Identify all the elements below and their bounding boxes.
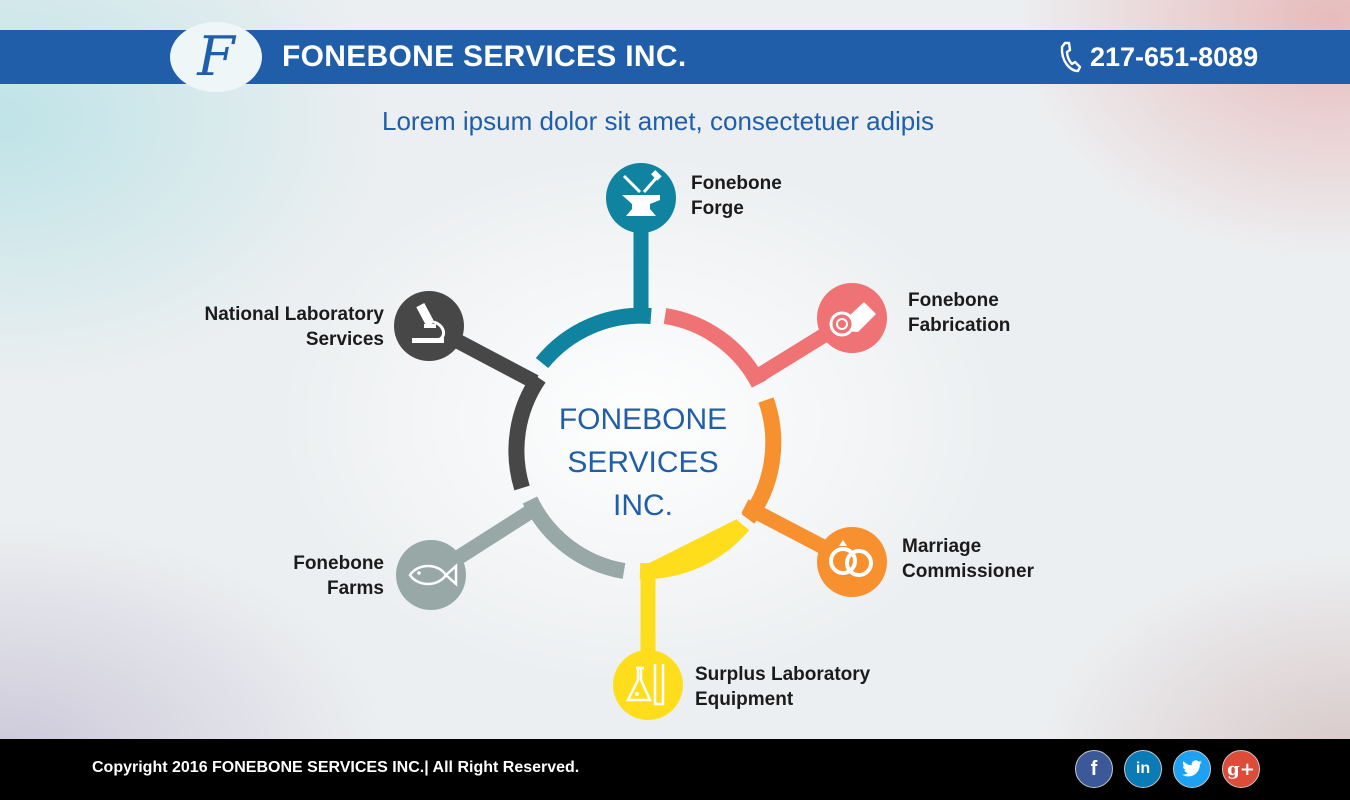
label-forge[interactable]: Fonebone Forge <box>691 171 782 221</box>
label-marriage[interactable]: Marriage Commissioner <box>902 534 1034 584</box>
phone-number: 217-651-8089 <box>1090 41 1259 72</box>
facebook-button[interactable]: f <box>1075 750 1113 788</box>
node-surplus[interactable] <box>613 650 683 720</box>
label-lab[interactable]: National Laboratory Services <box>164 302 384 352</box>
label-lab-line-2: Services <box>305 329 384 350</box>
label-forge-line-2: Forge <box>691 198 744 219</box>
company-name: FONEBONE SERVICES INC. <box>282 40 687 73</box>
label-marriage-line-2: Commissioner <box>902 561 1034 582</box>
connector-surplus <box>640 519 744 685</box>
center-line-3: INC. <box>613 489 673 522</box>
label-marriage-line-1: Marriage <box>902 536 982 557</box>
label-fabrication-line-1: Fonebone <box>908 290 999 311</box>
ring-segment-lab <box>508 373 546 491</box>
label-fabrication[interactable]: Fonebone Fabrication <box>908 288 1010 338</box>
label-lab-line-1: National Laboratory <box>204 304 384 325</box>
lab-flask-icon <box>625 664 665 706</box>
tagline: Lorem ipsum dolor sit amet, consectetuer… <box>381 106 935 136</box>
anvil-icon <box>622 170 662 216</box>
node-farms[interactable] <box>396 540 466 610</box>
footer: Copyright 2016 FONEBONE SERVICES INC.| A… <box>0 739 1350 800</box>
label-forge-line-1: Fonebone <box>691 173 782 194</box>
label-surplus[interactable]: Surplus Laboratory Equipment <box>695 662 870 712</box>
fish-icon <box>408 563 458 587</box>
phone-contact[interactable]: 217-651-8089 <box>1058 40 1258 74</box>
label-farms[interactable]: Fonebone Farms <box>234 551 384 601</box>
label-farms-line-1: Fonebone <box>293 553 384 574</box>
ring-segment-forge <box>535 307 652 369</box>
google-plus-button[interactable]: g+ <box>1222 750 1260 788</box>
linkedin-icon: in <box>1135 760 1151 777</box>
label-farms-line-2: Farms <box>326 578 384 599</box>
center-title: FONEBONE SERVICES INC. <box>545 398 741 527</box>
logo[interactable]: F <box>170 22 262 92</box>
node-marriage[interactable] <box>817 527 887 597</box>
linkedin-button[interactable]: in <box>1124 750 1162 788</box>
center-line-1: FONEBONE <box>558 403 728 436</box>
rings-icon <box>829 540 873 577</box>
label-surplus-line-2: Equipment <box>695 689 794 710</box>
center-line-2: SERVICES <box>567 446 719 479</box>
label-surplus-line-1: Surplus Laboratory <box>695 664 871 685</box>
metal-roll-icon <box>829 302 876 337</box>
logo-letter: F <box>197 25 235 88</box>
phone-icon <box>1060 41 1082 73</box>
ring-segment-fabrication <box>663 308 767 388</box>
twitter-button[interactable] <box>1173 750 1211 788</box>
label-fabrication-line-2: Fabrication <box>908 315 1011 336</box>
copyright-text: Copyright 2016 FONEBONE SERVICES INC.| A… <box>92 759 580 776</box>
twitter-icon <box>1182 760 1202 777</box>
microscope-icon <box>412 302 445 343</box>
facebook-icon: f <box>1090 757 1098 780</box>
google-plus-icon: g+ <box>1227 758 1255 780</box>
